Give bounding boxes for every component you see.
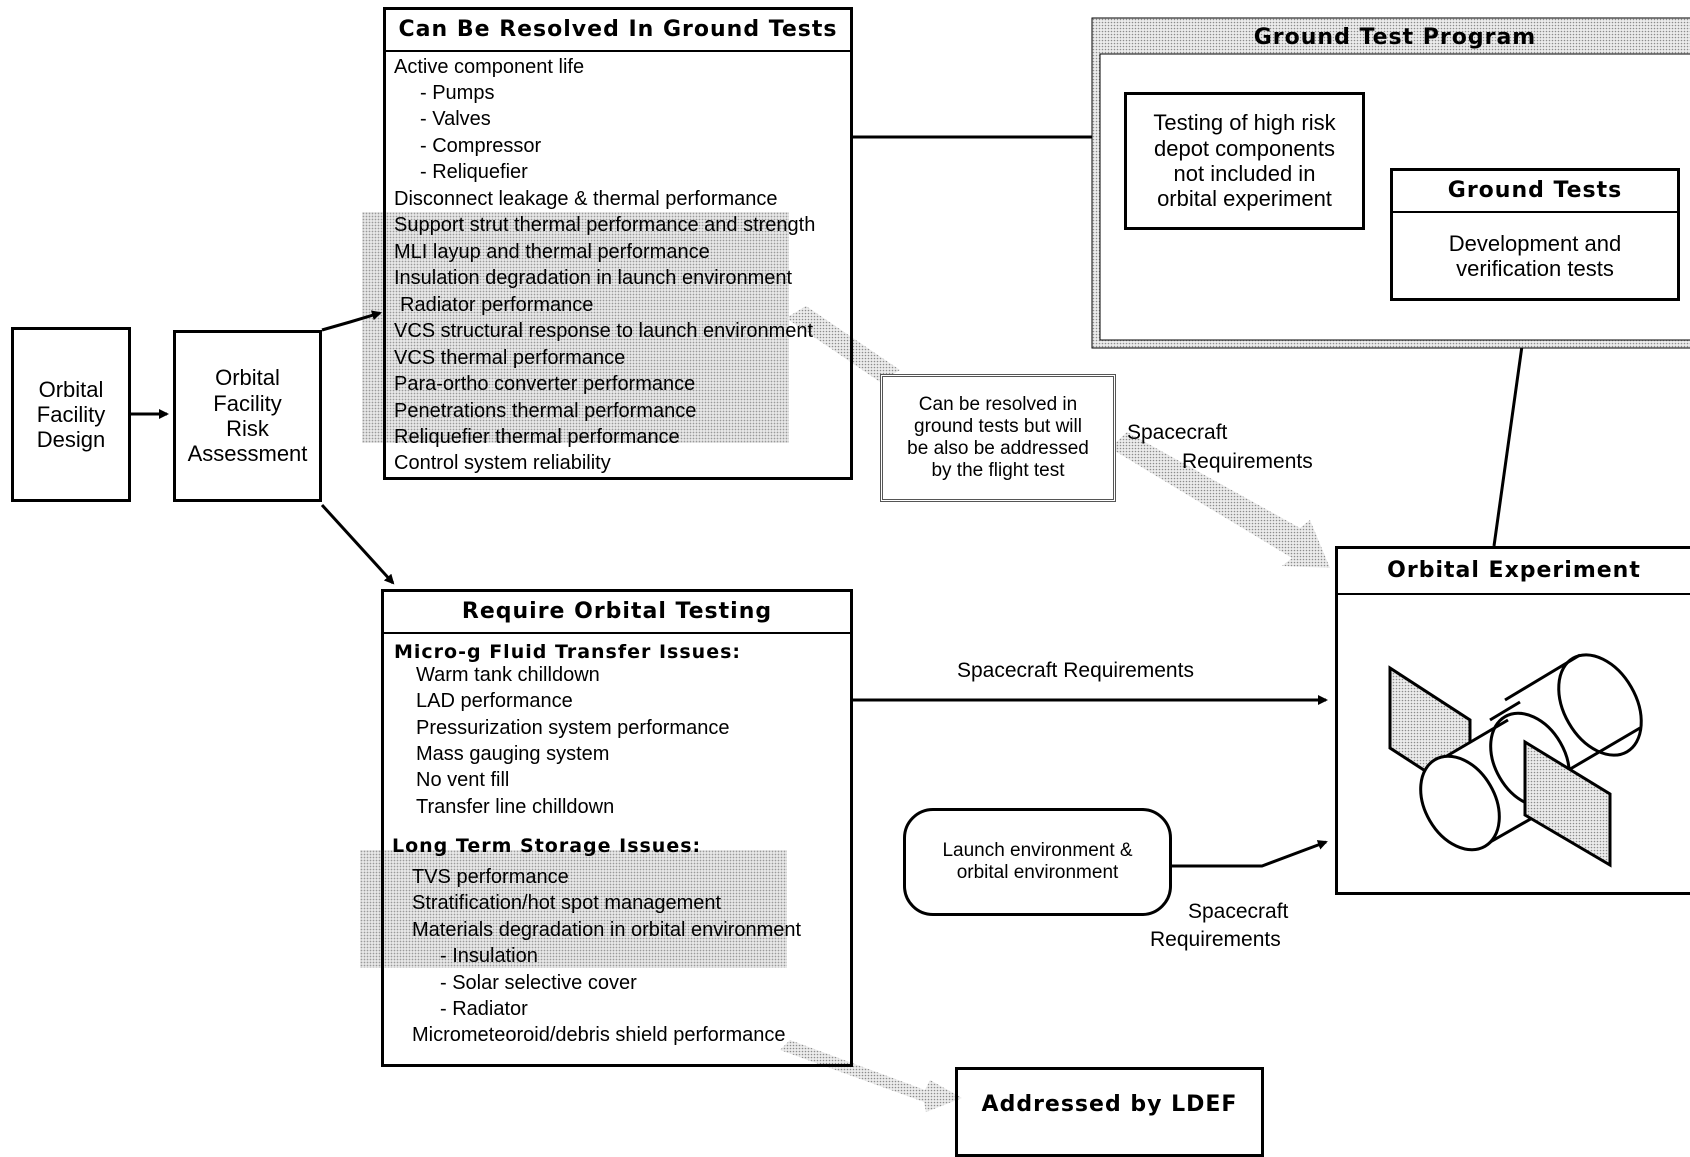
storage-item: TVS performance xyxy=(412,866,569,888)
microg-item: Pressurization system performance xyxy=(416,717,730,739)
spacecraft-req-lower-2: Requirements xyxy=(1150,928,1281,951)
storage-header: Long Term Storage Issues: xyxy=(392,835,702,857)
storage-item: - Insulation xyxy=(440,945,538,967)
ground-item: Penetrations thermal performance xyxy=(394,400,697,422)
high-risk-box: Testing of high risk depot components no… xyxy=(1124,92,1365,230)
note-line-3: be also be addressed xyxy=(907,438,1089,459)
microg-header: Micro-g Fluid Transfer Issues: xyxy=(394,641,741,663)
ground-item: - Reliquefier xyxy=(420,161,528,183)
ground-item: VCS thermal performance xyxy=(394,347,626,369)
arrow-risk-to-orbital xyxy=(320,503,395,585)
shaded-arrow-to-note xyxy=(786,306,900,382)
arrow-environment-to-experiment xyxy=(1172,840,1328,868)
ground-item: Disconnect leakage & thermal performance xyxy=(394,188,778,210)
ground-item: Insulation degradation in launch environ… xyxy=(394,267,793,289)
spacecraft-req-mid: Spacecraft Requirements xyxy=(957,659,1194,682)
high-risk-line-2: depot components xyxy=(1153,135,1336,161)
environment-line-2: orbital environment xyxy=(956,862,1119,883)
environment-box: Launch environment & orbital environment xyxy=(903,808,1172,916)
ground-item: - Pumps xyxy=(420,82,495,104)
orbital-shaded-region xyxy=(360,850,787,968)
spacecraft-req-upper-2: Requirements xyxy=(1182,450,1313,473)
storage-item: Stratification/hot spot management xyxy=(412,892,722,914)
storage-item: - Radiator xyxy=(440,998,528,1020)
risk-assessment-box: Orbital Facility Risk Assessment xyxy=(173,330,322,502)
storage-item: Materials degradation in orbital environ… xyxy=(412,919,802,941)
ground-shaded-region xyxy=(362,212,789,443)
orbital-testing-title: Require Orbital Testing xyxy=(384,592,850,634)
note-line-1: Can be resolved in xyxy=(918,394,1078,416)
microg-item: No vent fill xyxy=(416,769,510,791)
tests-body-line-2: verification tests xyxy=(1456,256,1614,281)
high-risk-line-3: not included in xyxy=(1173,161,1316,186)
risk-line-3: Risk xyxy=(226,416,269,441)
ground-program-title: Ground Test Program xyxy=(1253,25,1537,50)
ground-item: MLI layup and thermal performance xyxy=(394,241,710,263)
spacecraft-icon xyxy=(1388,653,1643,868)
design-line-1: Orbital xyxy=(38,376,104,402)
ldef-box: Addressed by LDEF xyxy=(955,1067,1264,1157)
ground-item: - Compressor xyxy=(420,135,542,157)
microg-item: Transfer line chilldown xyxy=(416,796,615,818)
high-risk-line-4: orbital experiment xyxy=(1157,186,1332,212)
design-line-3: Design xyxy=(36,427,106,453)
storage-item: - Solar selective cover xyxy=(440,972,637,994)
tests-body-line-1: Development and xyxy=(1448,230,1622,256)
microg-item: Mass gauging system xyxy=(416,743,610,765)
ground-item: Reliquefier thermal performance xyxy=(394,426,680,448)
ground-item: Support strut thermal performance and st… xyxy=(394,214,816,236)
flight-test-note-box: Can be resolved in ground tests but will… xyxy=(880,374,1116,502)
environment-line-1: Launch environment & xyxy=(942,840,1133,862)
orbital-experiment-box: Orbital Experiment xyxy=(1335,546,1690,895)
spacecraft-req-lower-1: Spacecraft xyxy=(1188,900,1289,923)
ground-item: Radiator performance xyxy=(400,294,594,316)
ground-tests-title: Can Be Resolved In Ground Tests xyxy=(386,10,850,52)
orbital-testing-box: Require Orbital Testing xyxy=(381,589,853,1067)
risk-line-2: Facility xyxy=(213,390,282,416)
ground-tests-sub-box: Ground Tests Development and verificatio… xyxy=(1390,168,1680,301)
orbital-experiment-title: Orbital Experiment xyxy=(1338,549,1690,595)
shaded-arrow-to-ldef xyxy=(780,1040,962,1112)
ground-tests-box: Can Be Resolved In Ground Tests xyxy=(383,7,853,480)
shaded-arrow-to-experiment xyxy=(1110,432,1330,568)
risk-line-4: Assessment xyxy=(187,441,308,467)
arrow-risk-to-ground xyxy=(321,310,382,332)
microg-item: LAD performance xyxy=(416,690,573,712)
ground-item: Active component life xyxy=(394,56,585,78)
ground-item: - Valves xyxy=(420,108,491,130)
microg-item: Warm tank chilldown xyxy=(416,664,600,686)
orbital-facility-design-box: Orbital Facility Design xyxy=(11,327,131,502)
note-line-4: by the flight test xyxy=(931,459,1065,481)
risk-line-1: Orbital xyxy=(215,365,280,391)
ground-item: VCS structural response to launch enviro… xyxy=(394,320,814,342)
spacecraft-req-upper-1: Spacecraft xyxy=(1127,421,1228,444)
note-line-2: ground tests but will xyxy=(914,416,1082,438)
design-line-2: Facility xyxy=(36,401,106,427)
ldef-label: Addressed by LDEF xyxy=(981,1092,1238,1117)
ground-tests-sub-title: Ground Tests xyxy=(1393,171,1677,213)
high-risk-line-1: Testing of high risk xyxy=(1153,110,1336,136)
storage-item: Micrometeoroid/debris shield performance xyxy=(412,1024,786,1046)
ground-item: Para-ortho converter performance xyxy=(394,373,696,395)
ground-item: Control system reliability xyxy=(394,452,611,474)
